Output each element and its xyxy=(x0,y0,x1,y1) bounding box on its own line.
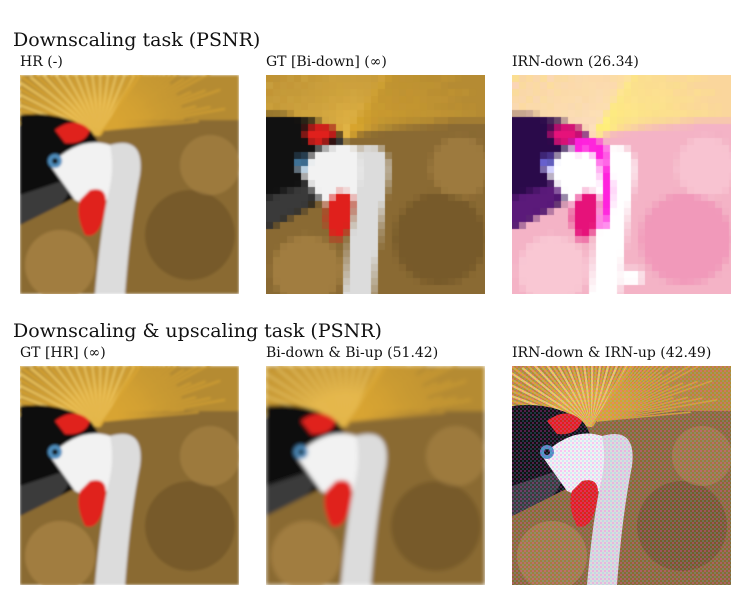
caption-hr: HR (-) xyxy=(20,54,63,70)
image-irn-down xyxy=(512,75,731,294)
caption-gt-bidown: GT [Bi-down] (∞) xyxy=(266,54,387,70)
caption-irn-down: IRN-down (26.34) xyxy=(512,54,639,70)
image-gt-bidown xyxy=(266,75,485,294)
caption-bidown-biup: Bi-down & Bi-up (51.42) xyxy=(266,345,439,361)
caption-gt-hr: GT [HR] (∞) xyxy=(20,345,106,361)
section-title-down-up: Downscaling & upscaling task (PSNR) xyxy=(13,320,382,342)
image-bidown-biup xyxy=(266,366,485,585)
image-hr xyxy=(20,75,239,294)
image-irn-down-up xyxy=(512,366,731,585)
image-gt-hr xyxy=(20,366,239,585)
section-title-downscaling: Downscaling task (PSNR) xyxy=(13,29,261,51)
caption-irn-down-up: IRN-down & IRN-up (42.49) xyxy=(512,345,712,361)
